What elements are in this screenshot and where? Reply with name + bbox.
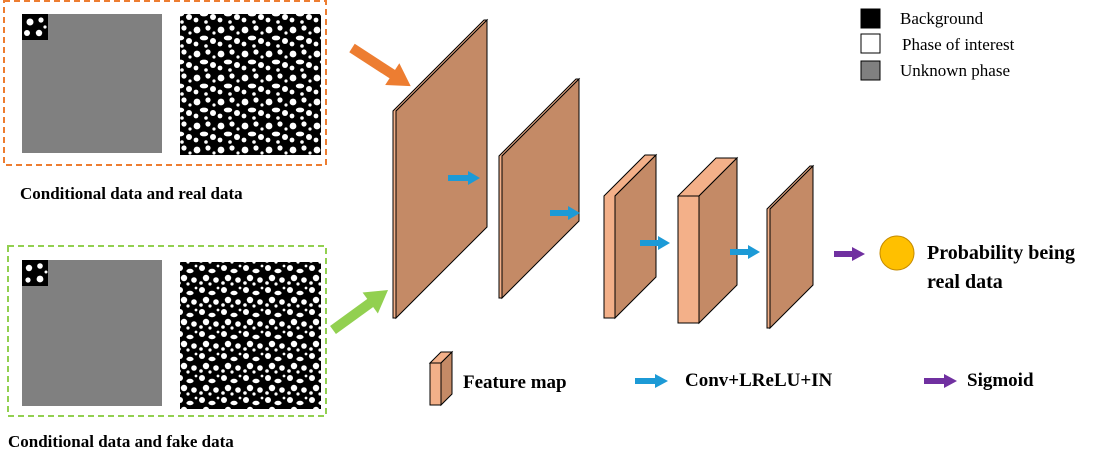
probability-circle-icon	[879, 235, 915, 271]
real-data-image	[180, 14, 321, 155]
fake-input-group: Conditional data and fake data	[7, 245, 327, 451]
real-input-border	[3, 0, 327, 166]
conv-arrow-2-icon	[550, 206, 580, 220]
real-input-arrow-icon	[349, 43, 411, 87]
sigmoid-key-label: Sigmoid	[967, 370, 1034, 391]
conv-arrow-3-icon	[640, 236, 670, 250]
legend-interest-label: Phase of interest	[902, 35, 1015, 54]
conv-key-label: Conv+LReLU+IN	[685, 370, 833, 391]
fake-input-border	[7, 245, 327, 417]
feature-map-key-icon	[428, 350, 454, 407]
fake-data-image	[180, 262, 321, 409]
real-caption: Conditional data and real data	[20, 184, 243, 203]
conv-arrow-1-icon	[448, 171, 480, 185]
legend-background-label: Background	[900, 9, 984, 28]
output-label-line2: real data	[927, 271, 1003, 293]
real-input-group: Conditional data and real data	[3, 0, 327, 203]
feature-map-1	[392, 18, 489, 320]
feature-map-5	[766, 164, 815, 330]
feature-map-key-label: Feature map	[463, 372, 567, 393]
conditional-patch-fake	[22, 260, 48, 286]
phase-legend: Background Phase of interest Unknown pha…	[860, 8, 1015, 81]
legend-unknown-label: Unknown phase	[900, 61, 1010, 80]
conv-key-arrow-icon	[635, 374, 668, 388]
feature-map-2	[498, 77, 581, 300]
legend-interest-swatch	[860, 33, 881, 54]
legend-unknown-swatch	[860, 60, 881, 81]
conv-arrow-4-icon	[730, 245, 760, 259]
bottom-key: Feature map Conv+LReLU+IN Sigmoid	[428, 350, 1034, 407]
feature-map-4	[676, 156, 739, 325]
sigmoid-key-arrow-icon	[924, 374, 957, 388]
conditional-patch-real	[22, 14, 48, 40]
sigmoid-arrow-output-icon	[834, 247, 865, 261]
output-label-line1: Probability being	[927, 242, 1075, 264]
legend-background-swatch	[860, 8, 881, 29]
feature-map-3	[603, 153, 658, 320]
fake-input-arrow-icon	[330, 290, 389, 335]
fake-caption: Conditional data and fake data	[8, 432, 234, 451]
